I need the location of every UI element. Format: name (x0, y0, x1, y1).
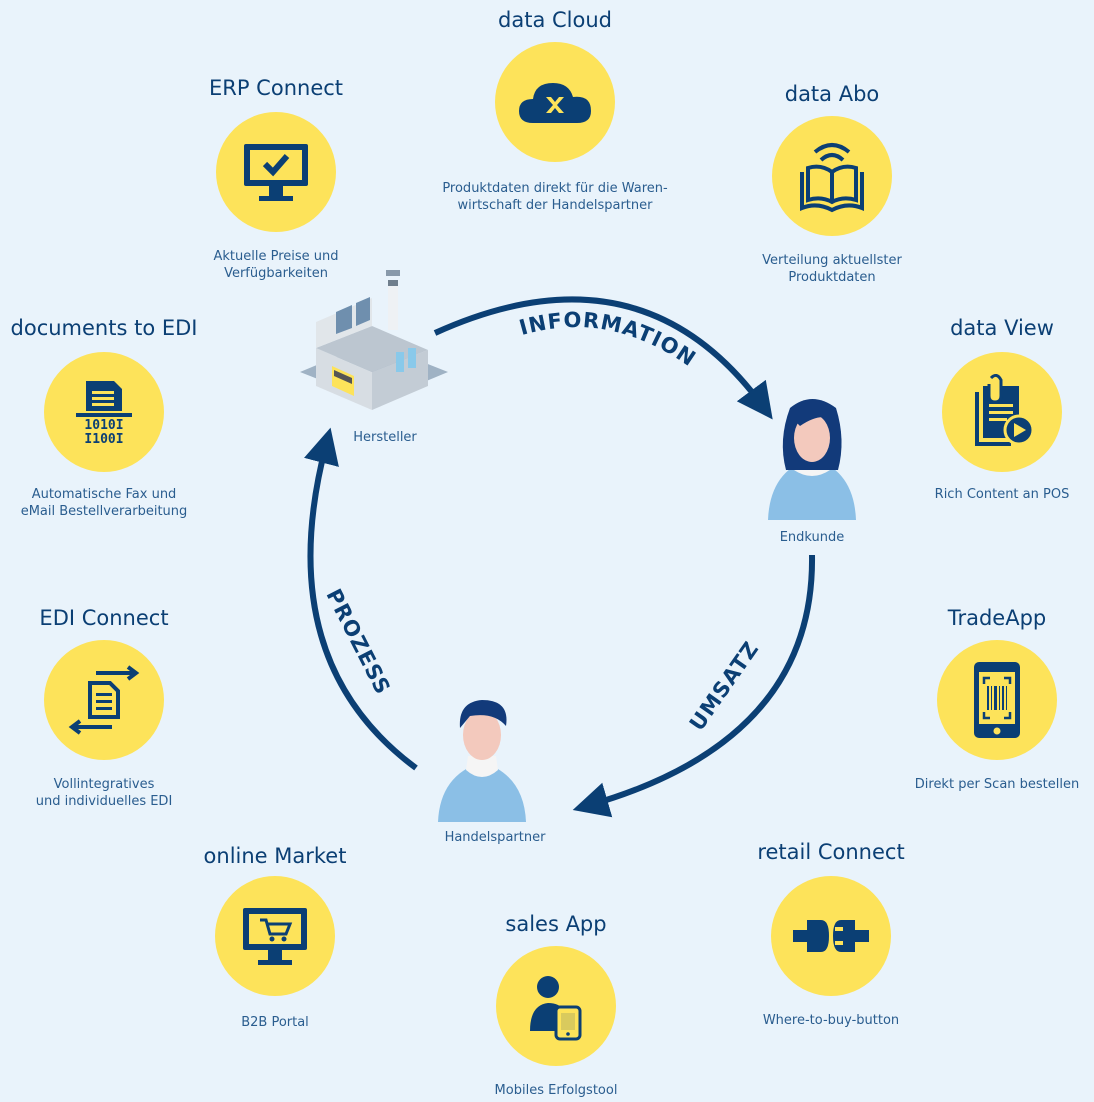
service-circle (772, 116, 892, 236)
service-title: documents to EDI (10, 316, 198, 340)
service-title: data Abo (784, 82, 880, 106)
service-title: EDI Connect (39, 606, 169, 630)
service-circle (216, 112, 336, 232)
endkunde-label: Endkunde (779, 530, 845, 545)
prozess-arrow (304, 427, 418, 771)
service-title: TradeApp (947, 606, 1047, 630)
service-circle (771, 876, 891, 996)
information-label: INFORMATION (517, 308, 701, 371)
service-title: ERP Connect (208, 76, 344, 100)
service-circle (942, 352, 1062, 472)
service-circle (215, 876, 335, 996)
service-circle (937, 640, 1057, 760)
clipboard-play-icon (975, 374, 1035, 446)
svg-text:I100I: I100I (84, 432, 123, 447)
phone-barcode-icon (974, 662, 1020, 738)
umsatz-arrow (572, 554, 816, 818)
service-desc: Rich Content an POS (934, 487, 1070, 502)
service-title: retail Connect (757, 840, 905, 864)
handelspartner-label: Handelspartner (444, 830, 546, 845)
plug-icon (793, 920, 869, 952)
cloud-x-icon (519, 83, 591, 123)
service-title: data View (950, 316, 1054, 340)
woman-avatar-icon (768, 399, 856, 520)
prozess-label: PROZESS (321, 585, 395, 699)
factory-icon (300, 270, 448, 410)
svg-text:1010I: 1010I (84, 418, 123, 433)
service-title: online Market (203, 844, 347, 868)
man-avatar-icon (438, 700, 526, 822)
service-title: data Cloud (498, 8, 612, 32)
information-arrow (433, 296, 773, 420)
service-desc: B2B Portal (241, 1015, 309, 1030)
document-exchange-icon (68, 665, 140, 735)
service-desc: Produktdaten direkt für die Waren-wirtsc… (442, 181, 668, 213)
service-desc: Direkt per Scan bestellen (914, 777, 1080, 792)
service-circle (44, 640, 164, 760)
person-phone-icon (530, 976, 582, 1041)
book-signal-icon (800, 143, 864, 213)
monitor-check-icon (244, 144, 308, 201)
service-desc: Mobiles Erfolgstool (494, 1083, 618, 1098)
service-circle: 1010I I100I (44, 352, 164, 472)
service-desc: Where-to-buy-button (762, 1013, 900, 1028)
monitor-cart-icon (243, 908, 307, 965)
service-circle (496, 946, 616, 1066)
hersteller-label: Hersteller (353, 430, 417, 445)
service-title: sales App (505, 912, 607, 936)
document-binary-icon: 1010I I100I (76, 381, 132, 447)
service-circle (495, 42, 615, 162)
